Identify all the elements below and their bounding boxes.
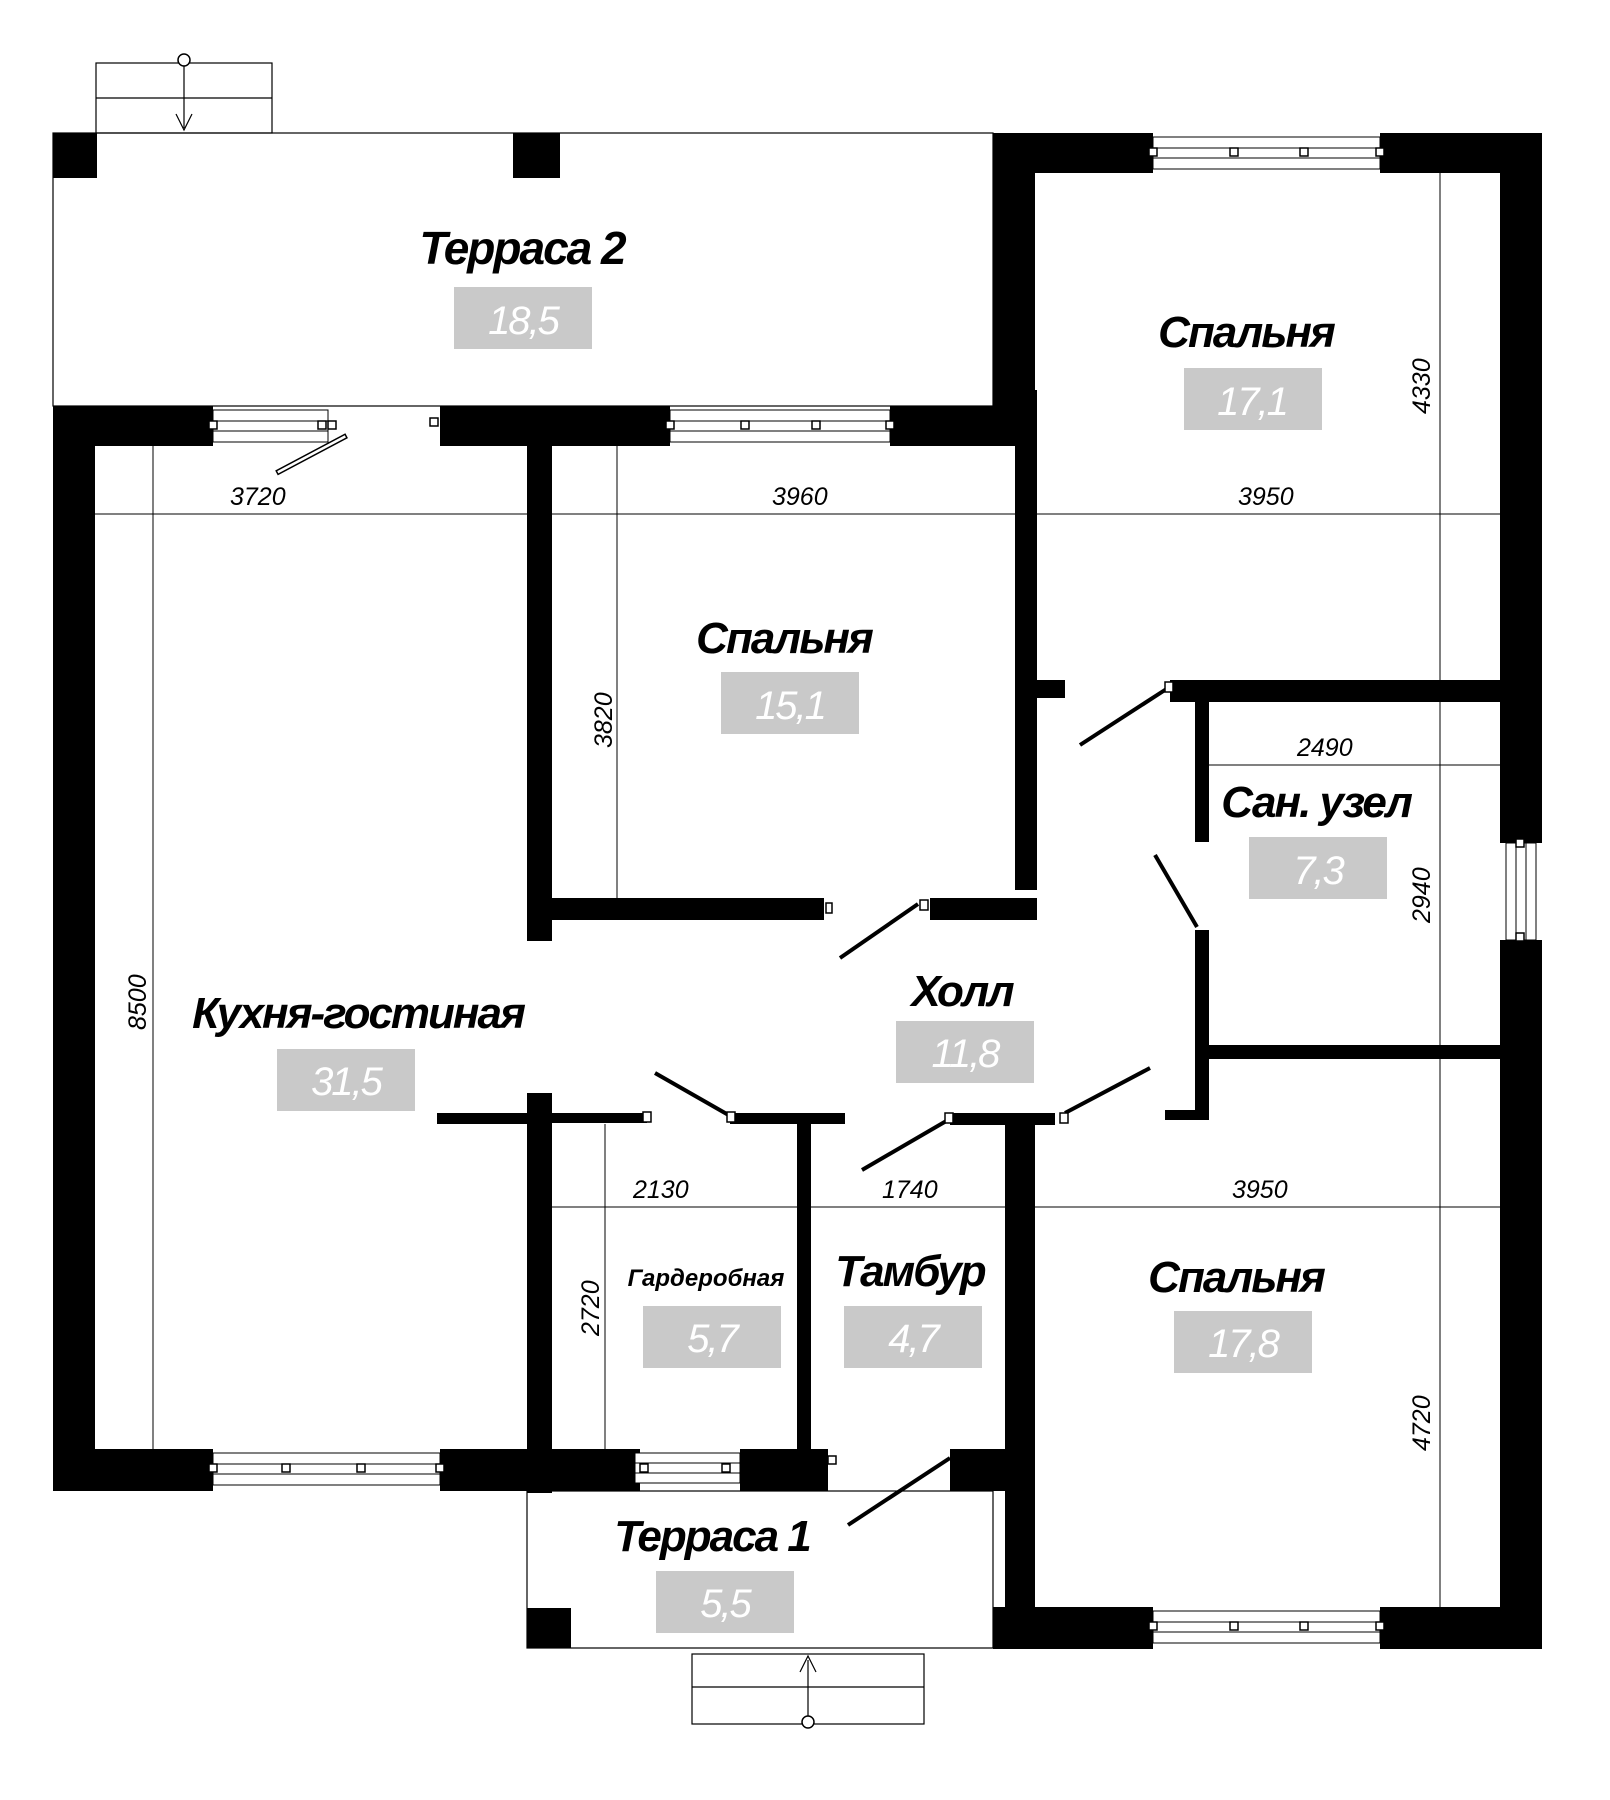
terrace-1: [526, 1490, 994, 1649]
dim-2130: 2130: [632, 1176, 689, 1204]
window: [1505, 838, 1537, 942]
area-badge: [454, 287, 592, 349]
dim-2940: 2940: [1408, 867, 1436, 924]
dim-3820: 3820: [590, 692, 618, 748]
area-bedroom-mid: 15,1: [755, 684, 825, 728]
room-name-hall: Холл: [908, 967, 1014, 1016]
dim-2490: 2490: [1296, 734, 1353, 762]
window: [1148, 1610, 1385, 1644]
terrace-post: [53, 133, 97, 178]
terrace-1-outline: [526, 1490, 994, 1649]
area-badge: [1249, 837, 1387, 899]
window: [208, 409, 337, 443]
area-wardrobe: 5,7: [687, 1317, 740, 1361]
room-name-wardrobe: Гардеробная: [628, 1265, 785, 1292]
area-terrace-2: 18,5: [488, 299, 561, 343]
area-bedroom-se: 17,8: [1208, 1322, 1281, 1366]
dim-8500: 8500: [124, 974, 152, 1030]
room-labels: Терраса 2 18,5 Спальня 17,1 Спальня 15,1…: [192, 222, 1414, 1633]
area-bedroom-ne: 17,1: [1217, 380, 1287, 424]
room-name-terrace-1: Терраса 1: [614, 1512, 810, 1561]
windows: [208, 136, 1537, 1644]
dim-3960: 3960: [772, 483, 828, 511]
dim-1740: 1740: [882, 1176, 938, 1204]
area-badge: [277, 1049, 415, 1111]
doors: [275, 417, 1199, 1527]
area-vestibule: 4,7: [888, 1317, 941, 1361]
area-hall: 11,8: [932, 1032, 1002, 1076]
entrance-steps-top: [95, 53, 273, 134]
area-badge: [721, 672, 859, 734]
entrance-steps-bottom: [691, 1653, 925, 1729]
room-name-bedroom-se: Спальня: [1148, 1253, 1326, 1302]
dim-4720: 4720: [1408, 1395, 1436, 1451]
area-kitchen-living: 31,5: [311, 1060, 384, 1104]
area-badge: [1174, 1311, 1312, 1373]
area-badge: [896, 1021, 1034, 1083]
room-name-vestibule: Тамбур: [835, 1247, 986, 1296]
room-name-terrace-2: Терраса 2: [419, 222, 627, 274]
window: [1148, 136, 1385, 170]
dim-2720: 2720: [577, 1280, 605, 1337]
room-name-bedroom-mid: Спальня: [696, 614, 874, 663]
area-badge: [643, 1306, 781, 1368]
area-badge: [1184, 368, 1322, 430]
window: [208, 1452, 445, 1486]
window: [665, 409, 895, 443]
room-name-bedroom-ne: Спальня: [1158, 308, 1336, 357]
window: [634, 1452, 837, 1484]
area-badge: [656, 1571, 794, 1633]
area-bathroom: 7,3: [1293, 849, 1344, 893]
dimension-labels: 3720 3960 3950 2490 2130 1740 3950 4330 …: [124, 358, 1436, 1451]
area-terrace-1: 5,5: [700, 1582, 752, 1626]
area-badge: [844, 1306, 982, 1368]
room-name-bathroom: Сан. узел: [1221, 778, 1412, 827]
dim-3950-top: 3950: [1238, 483, 1294, 511]
walls: [53, 133, 1542, 1649]
dim-3720: 3720: [230, 483, 286, 511]
dimension-lines: [95, 173, 1500, 1607]
room-name-kitchen-living: Кухня-гостиная: [192, 989, 526, 1038]
dim-4330: 4330: [1408, 358, 1436, 414]
dim-3950-bottom: 3950: [1232, 1176, 1288, 1204]
terrace-post: [513, 133, 560, 178]
terrace-post: [527, 1608, 571, 1648]
